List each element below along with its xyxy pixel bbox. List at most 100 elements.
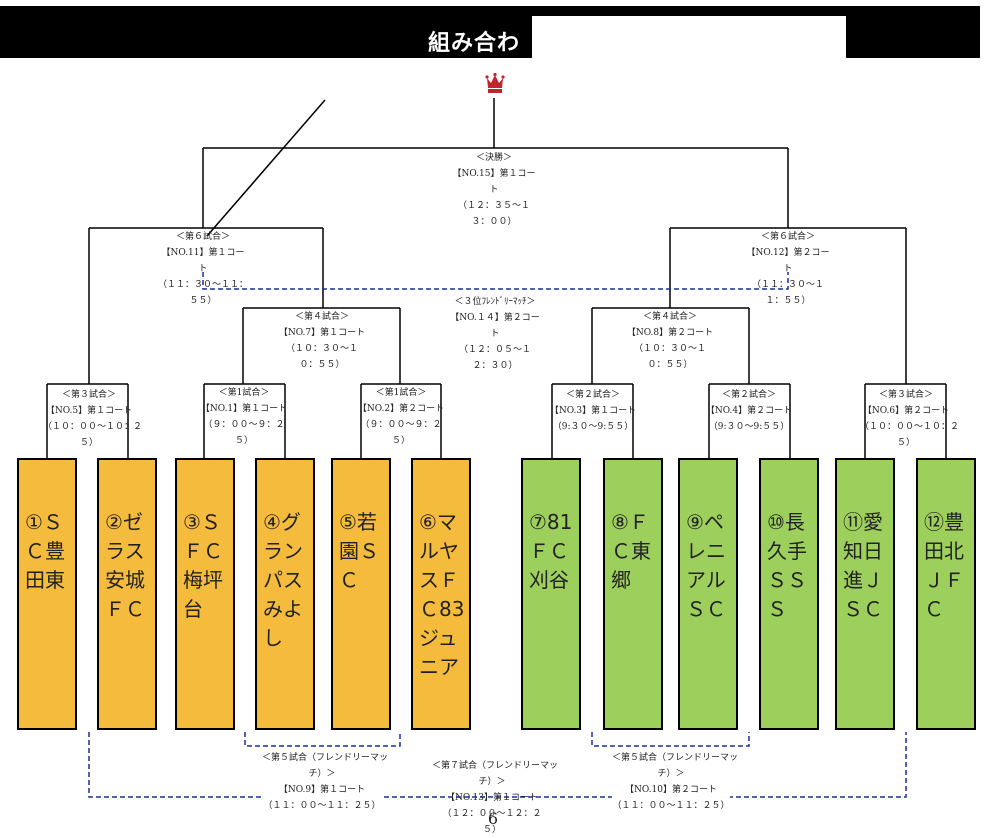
match-label-line: （１２：０５～１ bbox=[458, 345, 531, 355]
match-label-line: 【NO.7】第１コート bbox=[278, 328, 366, 338]
m5-right-line bbox=[591, 732, 750, 747]
match-label-line: チ）＞ bbox=[478, 777, 506, 787]
match-label-line: （１２：００～１２：２ bbox=[442, 809, 542, 819]
match-label-line: （１０：００～１０：２ bbox=[43, 422, 143, 432]
match-label-line: ３：００） bbox=[471, 217, 517, 227]
match-label-final: ＜決勝＞ 【NO.15】第１コート （１２：３５～１ ３：００） bbox=[444, 150, 544, 230]
match-label-line: 【NO.9】第１コート bbox=[278, 785, 366, 795]
footer-mark: 6 bbox=[487, 809, 499, 828]
match-label-line: ＜決勝＞ bbox=[475, 153, 512, 163]
match-label-line: ５） bbox=[896, 438, 915, 448]
match-label-line: ５） bbox=[482, 825, 501, 835]
match-label-line: ＜第４試合＞ bbox=[642, 312, 697, 322]
match-label-line: 【NO.15】第１コー bbox=[452, 169, 536, 179]
match-label-line: 【NO.1】第１コート bbox=[200, 404, 288, 414]
match-label-line: （９：００～９：２ bbox=[203, 420, 285, 430]
match-label-line: ＜第５試合（フレンドリーマッ bbox=[262, 753, 389, 763]
match-label-line: ＜第７試合（フレンドリーマッ bbox=[432, 761, 559, 771]
team-box-6: ⑥マルヤスＦＣ83ジュニア bbox=[411, 458, 471, 730]
team-box-2: ②ゼラス安城ＦＣ bbox=[97, 458, 157, 730]
team-box-4: ④グランパスみよし bbox=[255, 458, 315, 730]
match-label-line: （１１：３０～１ bbox=[751, 280, 824, 290]
match-label-line: （１０：３０～１ bbox=[285, 344, 358, 354]
match-label-line: 【NO.１４】第２コー bbox=[450, 313, 540, 323]
match-label-m1-a: ＜第1試合＞ 【NO.1】第１コート （９：００～９：２ ５） bbox=[198, 385, 290, 449]
team-box-7: ⑦81ＦＣ刈谷 bbox=[521, 458, 581, 730]
m7-line bbox=[88, 732, 907, 798]
diagonal-stroke bbox=[206, 99, 326, 237]
match-label-line: ＜第２試合＞ bbox=[565, 390, 620, 400]
match-label-line: ２：３０） bbox=[472, 361, 518, 371]
match-label-line: 【NO.2】第２コート bbox=[357, 404, 445, 414]
match-label-m2-a: ＜第２試合＞ 【NO.3】第１コート （9:３０～9:５５） bbox=[547, 387, 639, 435]
match-label-m6-right: ＜第６試合＞ 【NO.12】第２コート （１１：３０～１ １：５５） bbox=[738, 229, 838, 309]
match-label-m4-left: ＜第４試合＞ 【NO.7】第１コート （１０：３０～１ ０：５５） bbox=[272, 309, 372, 373]
crown-icon bbox=[485, 72, 505, 93]
match-label-m3-right: ＜第３試合＞ 【NO.6】第２コート （１０：００～１０：２ ５） bbox=[860, 387, 960, 451]
team-box-1: ①ＳＣ豊田東 bbox=[17, 458, 77, 730]
match-label-line: ＜第1試合＞ bbox=[375, 388, 427, 398]
match-label-line: ト bbox=[489, 185, 499, 195]
match-label-line: 【NO.8】第２コート bbox=[626, 328, 714, 338]
match-label-line: チ）＞ bbox=[657, 769, 685, 779]
match-label-line: ト bbox=[490, 329, 500, 339]
match-label-line: ＜第２試合＞ bbox=[721, 390, 776, 400]
match-label-m1-b: ＜第1試合＞ 【NO.2】第２コート （９：００～９：２ ５） bbox=[355, 385, 447, 449]
match-label-line: 【NO.4】第２コート bbox=[705, 406, 793, 416]
match-label-m4-right: ＜第４試合＞ 【NO.8】第２コート （１０：３０～１ ０：５５） bbox=[620, 309, 720, 373]
match-label-m7: ＜第７試合（フレンドリーマッチ）＞ 【NO.13】第１コート （１２：００～１２：２… bbox=[432, 758, 559, 838]
match-label-line: （１１：３０～１１： bbox=[157, 280, 248, 290]
match-label-line: ＜第３試合＞ bbox=[61, 390, 116, 400]
match-label-line: ５） bbox=[391, 436, 410, 446]
match-label-line: ＜第５試合（フレンドリーマッ bbox=[612, 753, 739, 763]
match-label-line: ト bbox=[783, 264, 793, 274]
match-label-line: （１１：００～１１：２５） bbox=[612, 801, 730, 811]
match-label-line: 【NO.13】第１コート bbox=[445, 793, 539, 803]
match-label-line: チ）＞ bbox=[308, 769, 336, 779]
match-label-line: （１０：３０～１ bbox=[633, 344, 706, 354]
match-label-line: 【NO.11】第１コー bbox=[161, 248, 245, 258]
team-box-11: ⑪愛知日進ＪＳＣ bbox=[835, 458, 895, 730]
match-label-line: ０：５５） bbox=[299, 360, 345, 370]
match-label-line: ５５） bbox=[189, 296, 217, 306]
match-label-line: ０：５５） bbox=[647, 360, 693, 370]
match-label-line: （９：００～９：２ bbox=[360, 420, 442, 430]
match-label-line: ５） bbox=[234, 436, 253, 446]
match-label-line: ＜第６試合＞ bbox=[175, 232, 230, 242]
match-label-line: ＜第６試合＞ bbox=[760, 232, 815, 242]
match-label-line: 【NO.5】第１コート bbox=[45, 406, 133, 416]
page-title: 組み合わ bbox=[428, 30, 521, 56]
match-label-line: ＜３位ﾌﾚﾝﾄﾞﾘｰﾏｯﾁ＞ bbox=[454, 297, 536, 307]
team-box-3: ③ＳＦＣ梅坪台 bbox=[175, 458, 235, 730]
team-box-8: ⑧ＦＣ東郷 bbox=[603, 458, 663, 730]
team-box-9: ⑨ペレニアルＳＣ bbox=[678, 458, 738, 730]
match-label-line: （9:３０～9:５５） bbox=[708, 422, 790, 432]
match-label-m6-left: ＜第６試合＞ 【NO.11】第１コート （１１：３０～１１： ５５） bbox=[150, 229, 256, 309]
match-label-line: 【NO.6】第２コート bbox=[862, 406, 950, 416]
match-label-third-place: ＜３位ﾌﾚﾝﾄﾞﾘｰﾏｯﾁ＞ 【NO.１４】第２コート （１２：０５～１ ２：３０） bbox=[440, 294, 550, 374]
match-label-m2-b: ＜第２試合＞ 【NO.4】第２コート （9:３０～9:５５） bbox=[703, 387, 795, 435]
match-label-line: ト bbox=[198, 264, 208, 274]
team-box-5: ⑤若園ＳＣ bbox=[331, 458, 391, 730]
match-label-line: （１０：００～１０：２ bbox=[860, 422, 960, 432]
match-label-line: ＜第４試合＞ bbox=[294, 312, 349, 322]
match-label-line: 【NO.10】第２コート bbox=[624, 785, 718, 795]
match-label-line: （１１：００～１１：２５） bbox=[263, 801, 381, 811]
title-redaction-box bbox=[532, 16, 846, 58]
match-label-line: 【NO.12】第２コー bbox=[746, 248, 830, 258]
match-label-m3-left: ＜第３試合＞ 【NO.5】第１コート （１０：００～１０：２ ５） bbox=[43, 387, 143, 451]
team-box-12: ⑫豊田北ＪＦＣ bbox=[916, 458, 976, 730]
match-label-m5-left: ＜第５試合（フレンドリーマッチ）＞ 【NO.9】第１コート （１１：００～１１：２５… bbox=[262, 750, 389, 814]
match-label-line: １：５５） bbox=[765, 296, 811, 306]
match-label-line: （9:３０～9:５５） bbox=[552, 422, 634, 432]
match-label-line: （１２：３５～１ bbox=[457, 201, 530, 211]
match-label-line: ＜第1試合＞ bbox=[218, 388, 270, 398]
match-label-line: ５） bbox=[79, 438, 98, 448]
third-place-line bbox=[202, 272, 789, 290]
team-box-10: ⑩長久手ＳＳＳ bbox=[759, 458, 819, 730]
match-label-line: 【NO.3】第１コート bbox=[549, 406, 637, 416]
match-label-m5-right: ＜第５試合（フレンドリーマッチ）＞ 【NO.10】第２コート （１１：００～１１：２… bbox=[612, 750, 739, 814]
match-label-line: ＜第３試合＞ bbox=[878, 390, 933, 400]
m5-left-line bbox=[244, 732, 401, 747]
